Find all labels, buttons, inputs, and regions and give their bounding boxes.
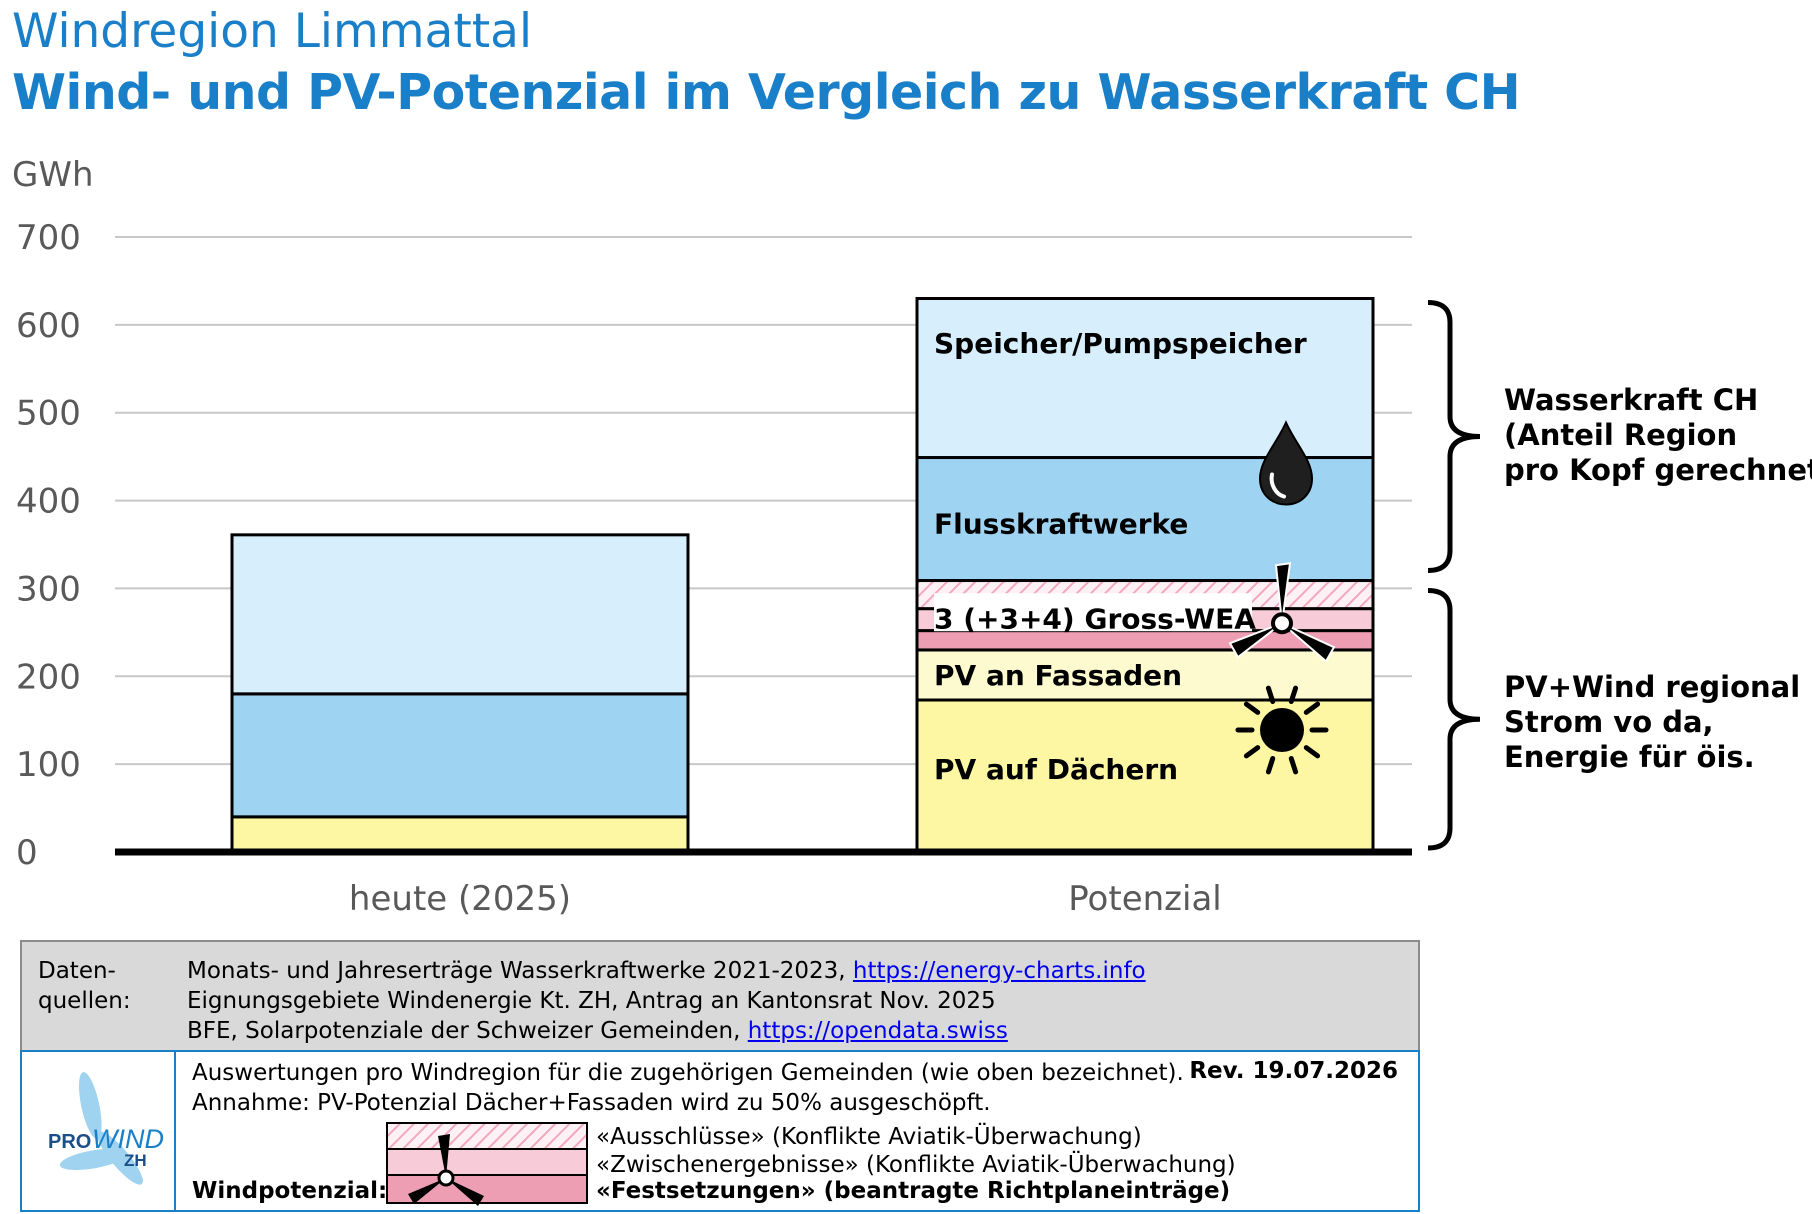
water-drop-icon [1258,420,1314,506]
wind-legend-swatches [386,1122,588,1206]
bracket-pv-wind [1427,588,1481,851]
y-tick-label: 500 [16,394,81,434]
svg-text:WIND: WIND [92,1124,164,1154]
wind-potential-label: Windpotenzial: [192,1178,388,1204]
wind-turbine-icon [408,1134,484,1206]
y-tick-label: 100 [16,745,81,785]
bar-segment-fluss [230,692,690,819]
bar-segment-pv_roof [230,815,690,854]
bar-segment-speicher [230,533,690,696]
bracket-label-pv-wind: PV+Wind regional Strom vo da, Energie fü… [1504,670,1801,774]
legend-text-zwischenergebnisse: «Zwischenergebnisse» (Konflikte Aviatik-… [596,1152,1236,1178]
bar-label-speicher: Speicher/Pumpspeicher [934,327,1307,360]
legend-text-festsetzungen: «Festsetzungen» (beantragte Richtplanein… [596,1178,1231,1204]
source-line: Monats- und Jahreserträge Wasserkraftwer… [187,958,1146,984]
legend-swatch-zwischenergebnisse [386,1148,588,1176]
bar-segment-fluss [915,456,1375,583]
sources-label: Daten- quellen: [38,958,131,1014]
prowind-logo-icon: PRO WIND ZH [48,1072,164,1185]
svg-text:PRO: PRO [48,1131,91,1153]
y-tick-label: 200 [16,657,81,697]
y-tick-label: 700 [16,218,81,258]
bracket-label-wasserkraft: Wasserkraft CH (Anteil Region pro Kopf g… [1504,383,1812,487]
svg-text:ZH: ZH [124,1151,147,1170]
y-tick-label: 600 [16,306,81,346]
note-line: Auswertungen pro Windregion für die zuge… [192,1060,1184,1086]
footer: Daten- quellen: Monats- und Jahreserträg… [20,940,1420,1212]
bar-label-pv-roof: PV auf Dächern [934,753,1178,786]
bar-label-wind: 3 (+3+4) Gross-WEA [934,603,1256,636]
x-tick-label: heute (2025) [349,879,571,919]
bar-label-fluss: Flusskraftwerke [934,507,1188,540]
source-link-energy-charts[interactable]: https://energy-charts.info [852,958,1146,984]
revision: Rev. 19.07.2026 [1189,1058,1398,1084]
legend-text-ausschluesse: «Ausschlüsse» (Konflikte Aviatik-Überwac… [596,1124,1142,1150]
source-line: BFE, Solarpotenziale der Schweizer Gemei… [187,1018,1008,1044]
chart-area: GWh 0 100 200 300 400 500 600 700 heute (2025) Po… [12,155,1481,919]
y-axis-unit-label: GWh [12,155,94,195]
bar-label-pv-facade: PV an Fassaden [934,659,1182,692]
x-tick-label: Potenzial [1068,879,1221,919]
wind-turbine-icon [1228,562,1336,663]
sources-list: Monats- und Jahreserträge Wasserkraftwer… [187,956,1146,1046]
y-tick-label: 0 [16,833,38,873]
y-tick-label: 400 [16,482,81,522]
sources-box: Daten- quellen: Monats- und Jahreserträg… [20,940,1420,1054]
prowind-logo: PRO WIND ZH [22,1052,176,1210]
legend-swatch-ausschluesse [386,1122,588,1150]
bar-segment-speicher [915,297,1375,460]
y-tick-label: 300 [16,569,81,609]
source-line: Eignungsgebiete Windenergie Kt. ZH, Antr… [187,988,996,1014]
info-box: PRO WIND ZH Auswertungen pro Windregion … [20,1050,1420,1212]
wind-label-background [934,593,1252,632]
sun-icon [1235,685,1329,775]
notes: Auswertungen pro Windregion für die zuge… [192,1058,1184,1118]
note-line: Annahme: PV-Potenzial Dächer+Fassaden wi… [192,1090,991,1116]
chart-subtitle: Wind- und PV-Potenzial im Vergleich zu W… [12,64,1521,121]
chart-title: Windregion Limmattal [12,4,533,59]
source-link-opendata[interactable]: https://opendata.swiss [747,1018,1008,1044]
bracket-wasserkraft [1427,300,1481,574]
